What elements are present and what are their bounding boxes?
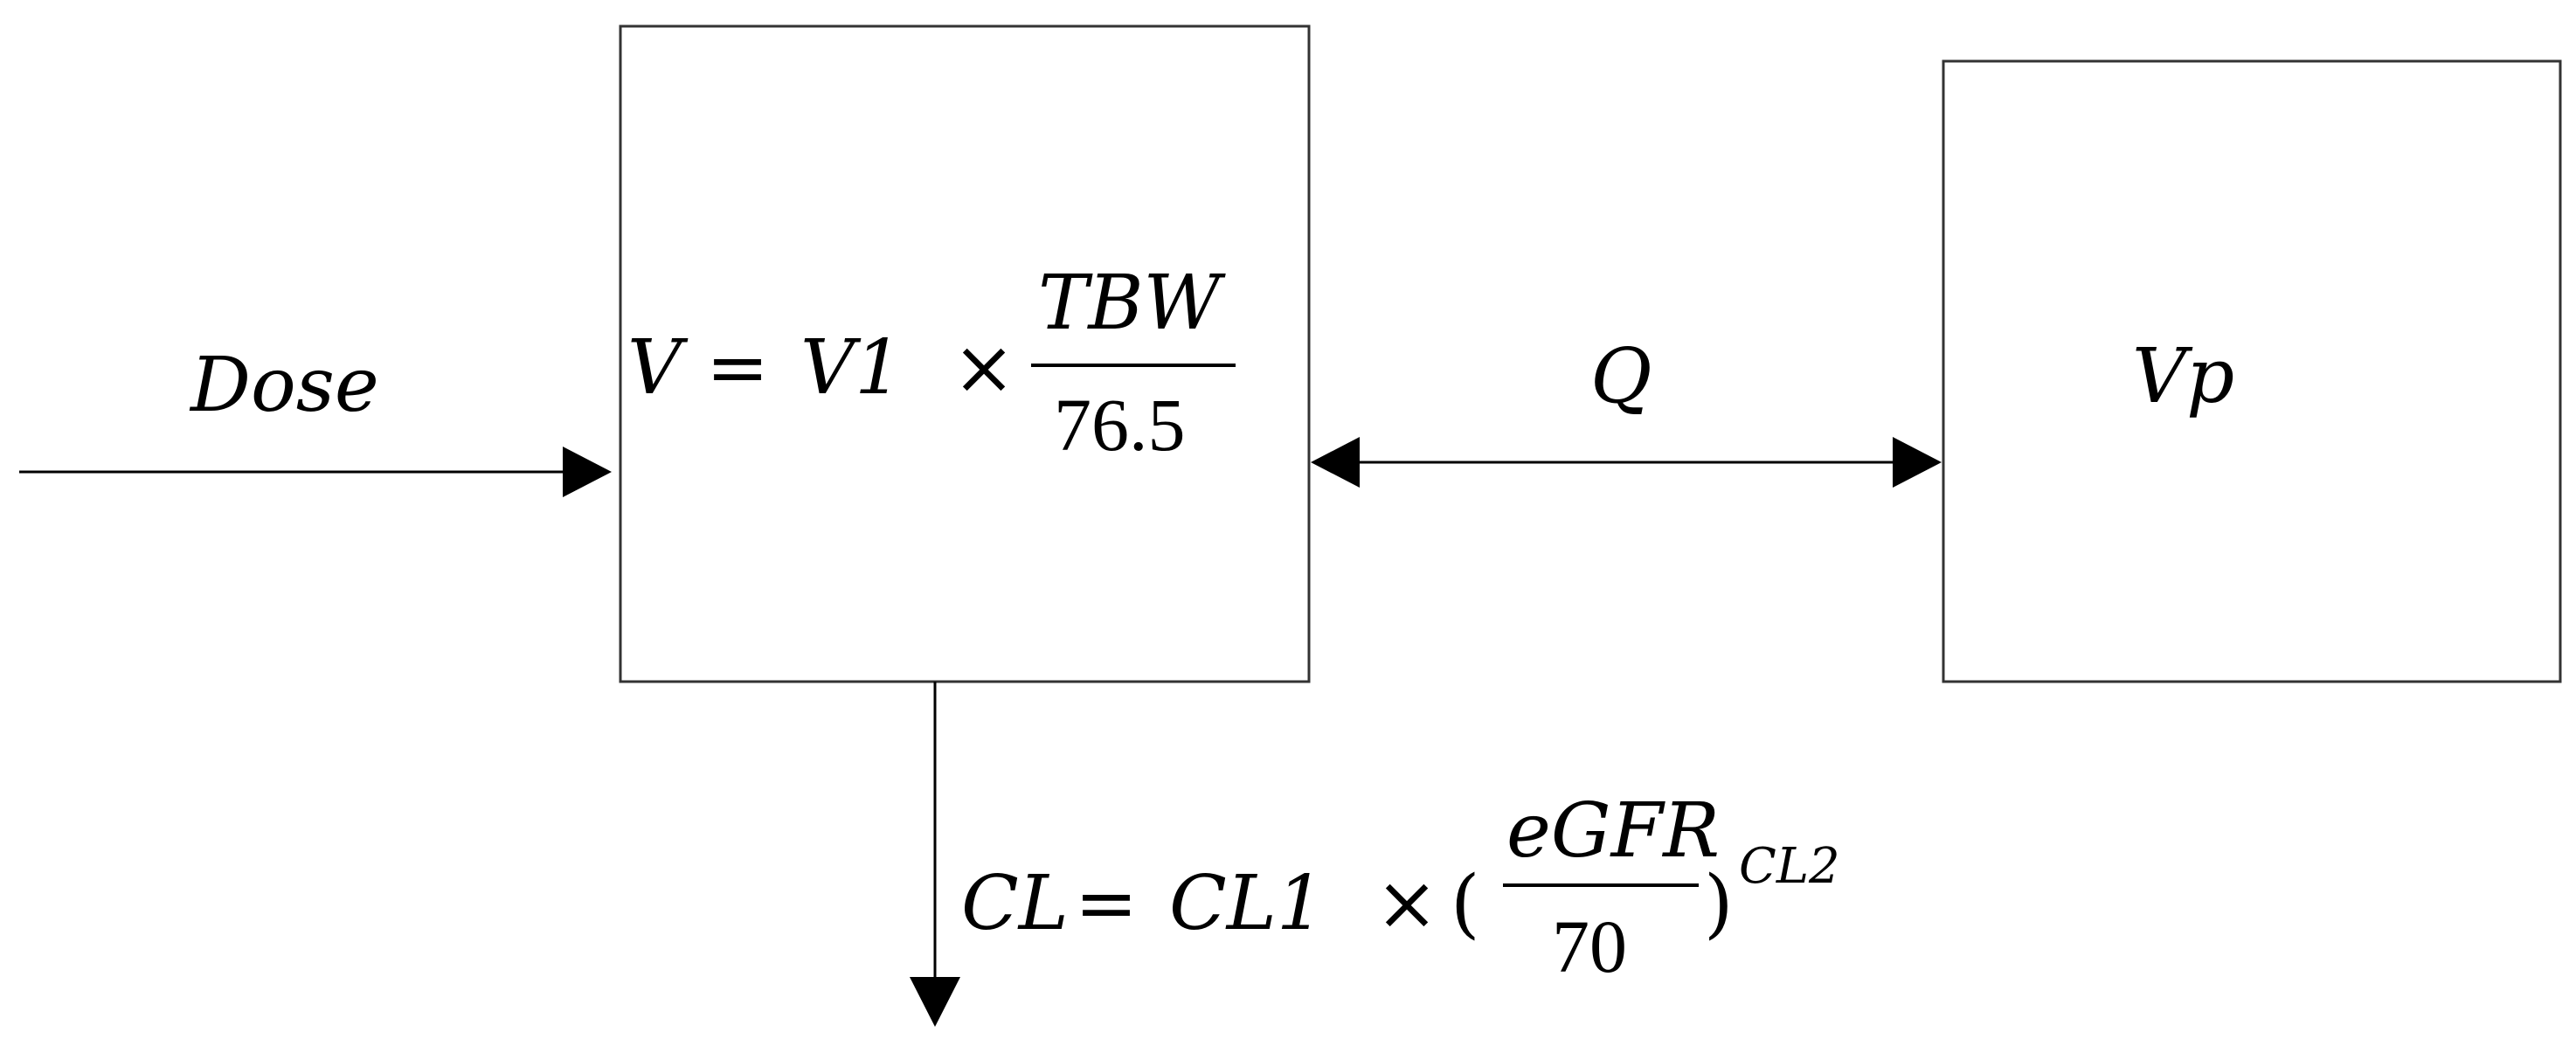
intercompartmental-clearance-label: Q xyxy=(1590,333,1652,420)
cl2-exponent: CL2 xyxy=(1739,838,1840,895)
tbw-denominator: 76.5 xyxy=(1054,383,1186,467)
dose-arrowhead xyxy=(563,447,612,497)
dose-label: Dose xyxy=(189,342,379,429)
egfr-numerator: eGFR xyxy=(1506,787,1720,875)
exchange-arrowhead-right xyxy=(1893,437,1942,488)
elimination-arrow xyxy=(910,682,960,1027)
cl1-parameter: CL1 xyxy=(1169,860,1325,947)
v1-parameter: V1 xyxy=(800,324,903,412)
close-parenthesis: ) xyxy=(1704,860,1734,947)
tbw-numerator: TBW xyxy=(1038,260,1227,347)
central-volume-equation: V = V1 × TBW 76.5 xyxy=(627,260,1236,467)
equals-sign: = xyxy=(706,324,769,412)
times-sign-cl: × xyxy=(1375,860,1438,947)
dose-arrow xyxy=(19,447,612,497)
central-compartment-box xyxy=(619,24,1311,683)
clearance-equation: CL = CL1 × ( eGFR 70 ) CL2 xyxy=(961,787,1840,988)
equals-sign-cl: = xyxy=(1075,860,1138,947)
peripheral-compartment-box xyxy=(1942,59,2562,683)
times-sign: × xyxy=(952,324,1015,412)
egfr-denominator: 70 xyxy=(1552,904,1627,988)
exchange-arrow xyxy=(1311,437,1942,488)
clearance-symbol: CL xyxy=(961,860,1069,947)
peripheral-volume-label: Vp xyxy=(2132,333,2234,420)
volume-symbol: V xyxy=(627,324,689,412)
open-parenthesis: ( xyxy=(1451,860,1480,947)
exchange-arrowhead-left xyxy=(1311,437,1360,488)
elimination-arrowhead xyxy=(910,977,960,1027)
